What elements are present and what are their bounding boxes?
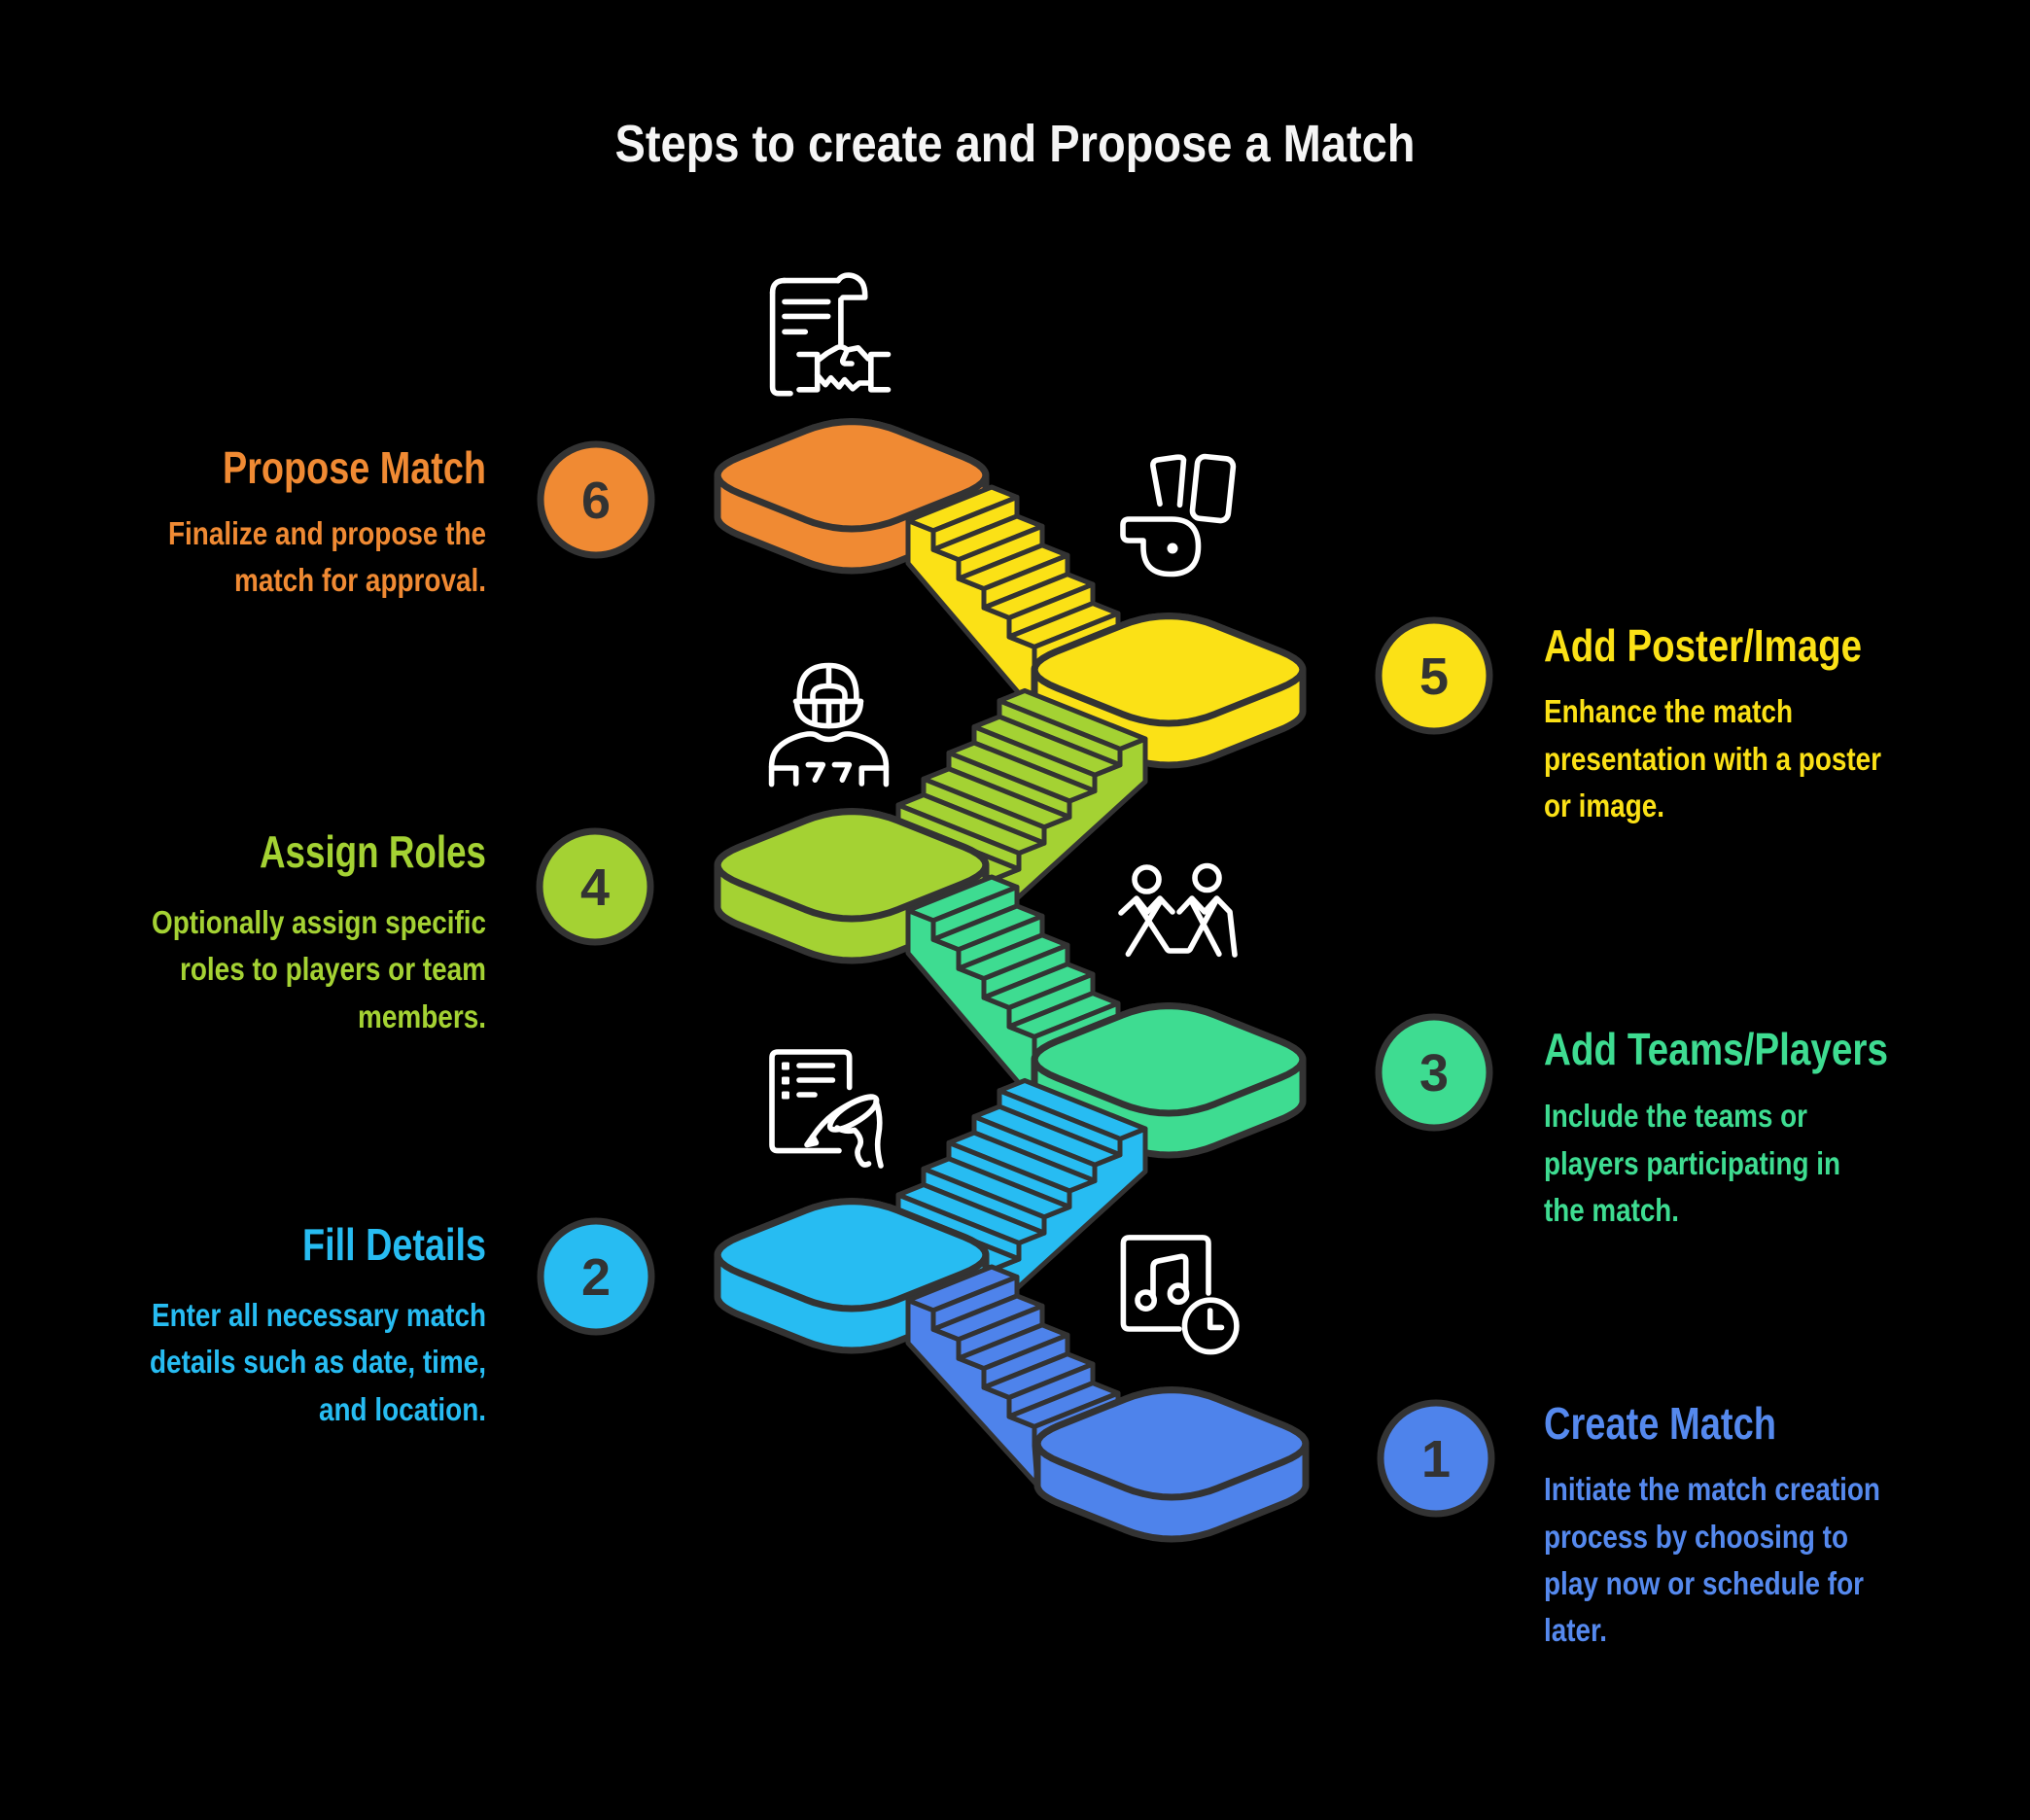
svg-text:6: 6 bbox=[581, 472, 611, 530]
svg-text:Finalize and propose the: Finalize and propose the bbox=[168, 515, 486, 551]
svg-text:match for approval.: match for approval. bbox=[234, 562, 486, 598]
svg-text:Enhance the match: Enhance the match bbox=[1544, 693, 1793, 729]
svg-text:Create Match: Create Match bbox=[1544, 1398, 1776, 1449]
svg-text:process by choosing to: process by choosing to bbox=[1544, 1519, 1848, 1555]
svg-text:Optionally assign specific: Optionally assign specific bbox=[152, 904, 486, 940]
svg-text:Enter all necessary match: Enter all necessary match bbox=[152, 1297, 486, 1333]
svg-text:the match.: the match. bbox=[1544, 1192, 1679, 1228]
svg-text:2: 2 bbox=[581, 1248, 611, 1307]
svg-text:Add Poster/Image: Add Poster/Image bbox=[1544, 620, 1862, 671]
svg-text:play now or schedule for: play now or schedule for bbox=[1544, 1565, 1864, 1601]
svg-text:5: 5 bbox=[1419, 648, 1449, 706]
svg-text:roles to players or team: roles to players or team bbox=[180, 951, 486, 987]
svg-text:details such as date, time,: details such as date, time, bbox=[150, 1344, 486, 1380]
svg-text:players participating in: players participating in bbox=[1544, 1145, 1840, 1181]
svg-text:later.: later. bbox=[1544, 1612, 1607, 1648]
svg-text:Initiate the match creation: Initiate the match creation bbox=[1544, 1471, 1880, 1507]
svg-text:Steps to create and Propose a: Steps to create and Propose a Match bbox=[615, 115, 1416, 173]
svg-text:3: 3 bbox=[1419, 1044, 1449, 1102]
svg-text:members.: members. bbox=[358, 998, 486, 1034]
svg-text:or image.: or image. bbox=[1544, 788, 1664, 823]
svg-text:Assign Roles: Assign Roles bbox=[260, 826, 486, 877]
svg-text:Propose Match: Propose Match bbox=[223, 442, 486, 493]
svg-text:and location.: and location. bbox=[319, 1391, 486, 1427]
svg-text:Fill Details: Fill Details bbox=[302, 1219, 486, 1270]
svg-text:Add Teams/Players: Add Teams/Players bbox=[1544, 1024, 1888, 1074]
svg-text:4: 4 bbox=[580, 858, 610, 917]
svg-text:presentation with a poster: presentation with a poster bbox=[1544, 741, 1881, 777]
svg-text:1: 1 bbox=[1421, 1430, 1451, 1488]
svg-text:Include the teams or: Include the teams or bbox=[1544, 1098, 1807, 1134]
